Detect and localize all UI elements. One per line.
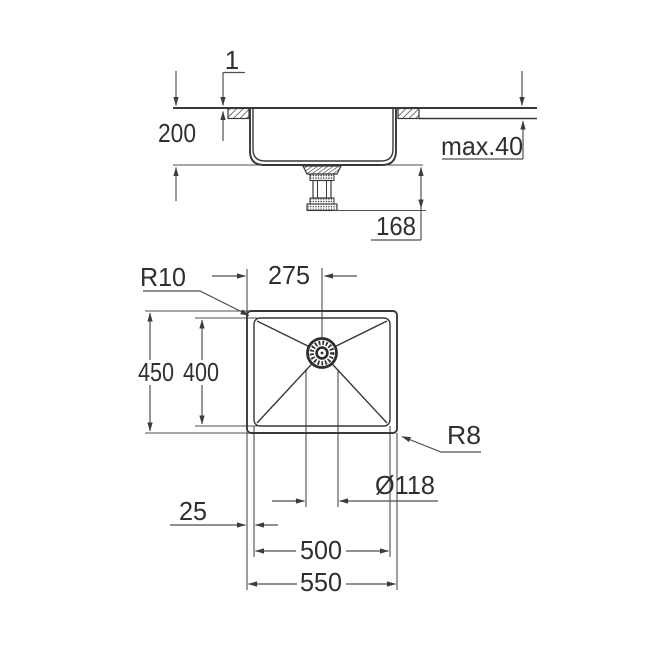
leader-outer-corner-radius: R8 [401,420,481,453]
dim-outer-width: 550 [248,567,396,597]
dim-drain-diameter-label: Ø118 [375,470,435,500]
drain-bead-ring-top [309,173,335,181]
dim-rim-height-label: 1 [225,45,239,75]
drain-flange [302,165,342,175]
sink-bowl-outer-wall [249,109,397,166]
drain-strainer-plan [306,337,338,369]
dim-inner-length-label: 400 [183,357,219,387]
sink-outer-edge [246,310,398,434]
counter-hatch-right [397,107,420,120]
dim-drain-clearance-label: 168 [376,211,416,241]
leader-inner-corner-radius: R10 [140,262,250,317]
plan-view: 275 450 400 R10 R8 Ø118 [138,260,481,597]
drain-bead-ring-bottom [309,197,335,205]
dim-drain-offset-label: 275 [268,260,310,290]
dim-outer-length-label: 450 [138,357,174,387]
dim-bowl-depth: 200 [158,71,196,201]
drain-center-dot [320,351,324,355]
dim-drain-clearance: 168 [333,167,426,241]
dim-drain-diameter: Ø118 [272,470,438,504]
dim-outer-width-label: 550 [300,567,342,597]
drain-assembly-side [302,165,342,212]
dim-rim-offset-label: 25 [179,496,207,526]
sink-bowl-inner-wall [252,109,394,162]
sink-bowl-inner-edge [253,317,391,427]
side-elevation-view: 1 200 max.40 168 [158,45,537,241]
dim-counter-thickness: max.40 [441,71,526,161]
dim-counter-thickness-label: max.40 [441,131,523,161]
dim-rim-offset: 25 [170,496,278,528]
drain-body [312,179,332,199]
leader-inner-corner-radius-label: R10 [140,262,186,292]
dim-bowl-depth-label: 200 [158,118,196,148]
dim-inner-length: 400 [183,319,219,425]
leader-outer-corner-radius-label: R8 [447,420,481,450]
dim-drain-offset: 275 [212,260,357,290]
dim-inner-width: 500 [255,535,389,565]
dim-inner-width-label: 500 [300,535,342,565]
counter-hatch-left [227,107,250,120]
dim-rim-height: 1 [220,45,245,141]
dim-outer-length: 450 [138,312,174,432]
drain-foot [306,203,338,212]
